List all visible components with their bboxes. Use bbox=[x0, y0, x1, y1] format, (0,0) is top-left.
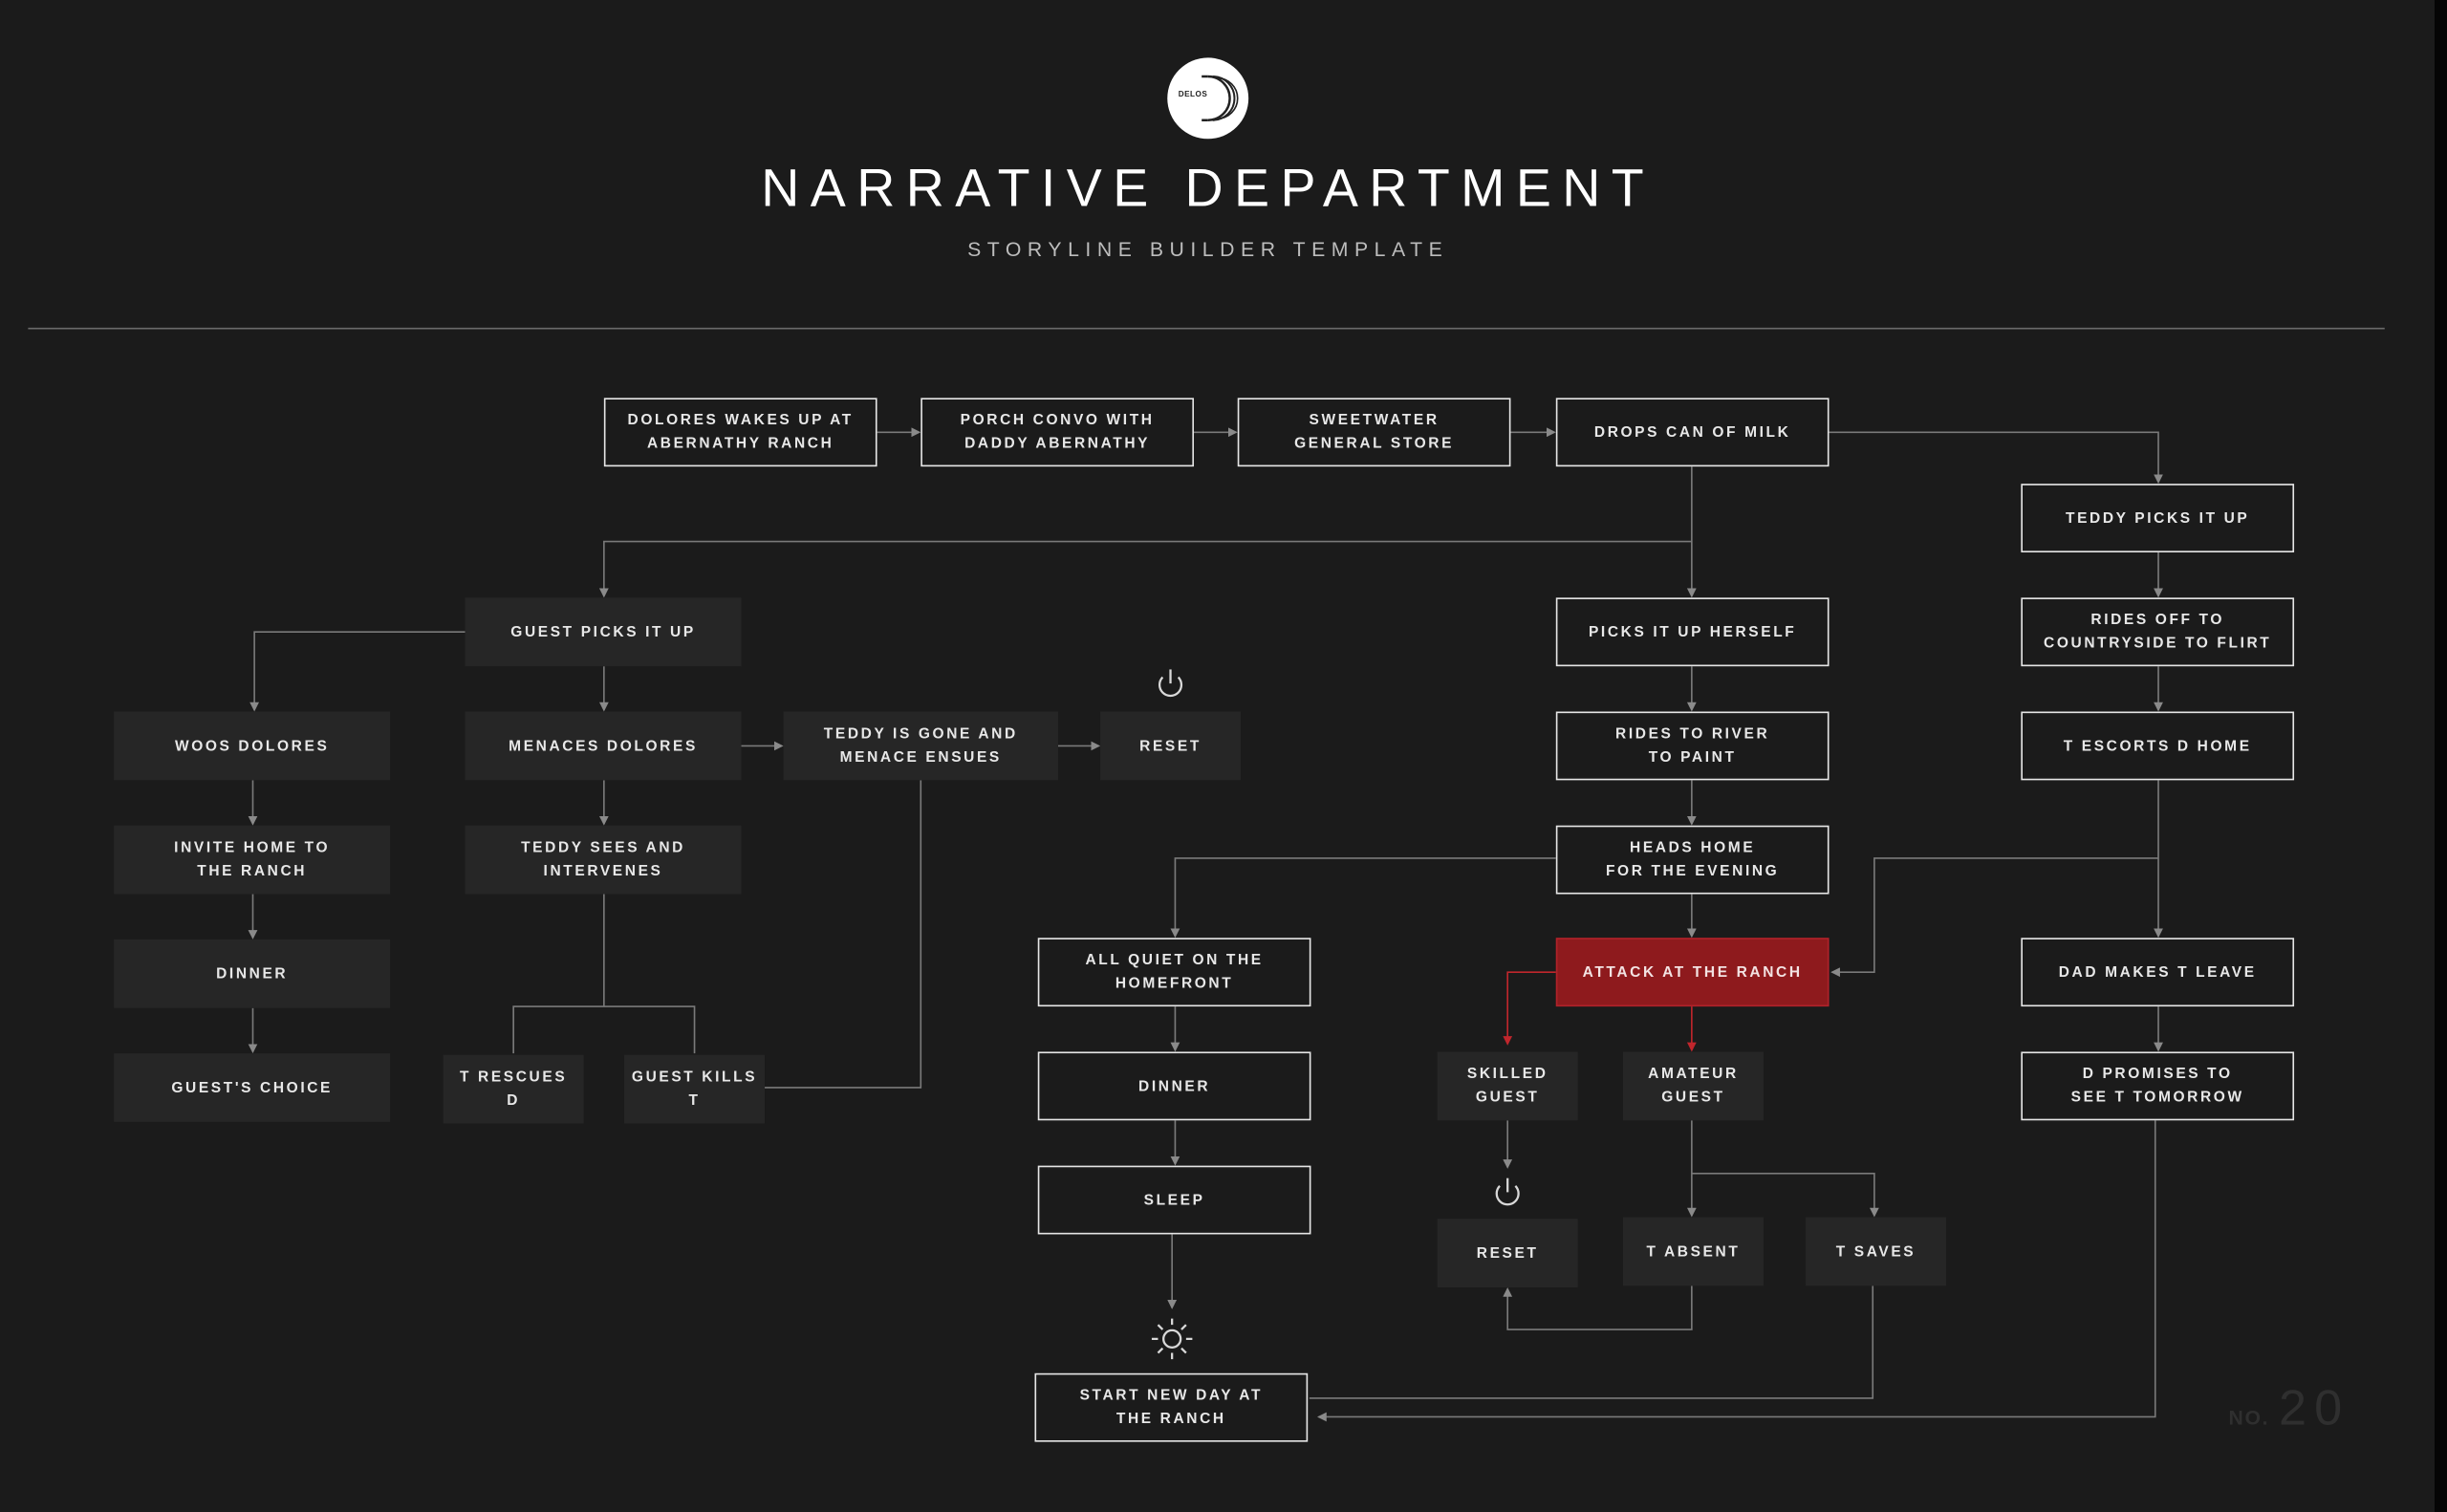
node-sleep[interactable]: SLEEP bbox=[1037, 1165, 1311, 1235]
node-t-rescues[interactable]: T RESCUES D bbox=[443, 1054, 584, 1124]
node-attack-ranch[interactable]: ATTACK AT THE RANCH bbox=[1555, 938, 1830, 1007]
node-heads-home[interactable]: HEADS HOME FOR THE EVENING bbox=[1555, 825, 1830, 895]
node-sweetwater[interactable]: SWEETWATER GENERAL STORE bbox=[1237, 398, 1511, 467]
page-title: NARRATIVE DEPARTMENT bbox=[761, 159, 1656, 219]
node-teddy-picks[interactable]: TEDDY PICKS IT UP bbox=[2021, 484, 2295, 552]
node-dinner-middle[interactable]: DINNER bbox=[1037, 1051, 1311, 1121]
node-start-new-day[interactable]: START NEW DAY AT THE RANCH bbox=[1034, 1372, 1309, 1442]
node-menaces-dolores[interactable]: MENACES DOLORES bbox=[465, 711, 742, 781]
header-divider bbox=[28, 327, 2385, 330]
page-number-value: 20 bbox=[2278, 1379, 2350, 1436]
power-icon bbox=[1158, 669, 1183, 698]
connector bbox=[512, 894, 696, 1054]
node-dolores-wakes[interactable]: DOLORES WAKES UP AT ABERNATHY RANCH bbox=[603, 398, 877, 467]
connector bbox=[1170, 857, 1556, 939]
node-woos-dolores[interactable]: WOOS DOLORES bbox=[114, 711, 391, 781]
node-guest-kills[interactable]: GUEST KILLS T bbox=[624, 1054, 766, 1124]
node-t-absent[interactable]: T ABSENT bbox=[1623, 1217, 1764, 1286]
node-teddy-sees[interactable]: TEDDY SEES AND INTERVENES bbox=[465, 825, 742, 895]
node-picks-herself[interactable]: PICKS IT UP HERSELF bbox=[1555, 597, 1830, 667]
connector bbox=[1830, 857, 2159, 978]
node-dad-makes-leave[interactable]: DAD MAKES T LEAVE bbox=[2021, 938, 2295, 1007]
node-rides-river[interactable]: RIDES TO RIVER TO PAINT bbox=[1555, 711, 1830, 781]
power-icon bbox=[1495, 1177, 1520, 1206]
connector-red bbox=[1503, 971, 1556, 1046]
node-skilled-guest[interactable]: SKILLED GUEST bbox=[1437, 1051, 1578, 1121]
sun-icon bbox=[1151, 1318, 1193, 1360]
node-t-saves[interactable]: T SAVES bbox=[1806, 1217, 1946, 1286]
node-teddy-gone[interactable]: TEDDY IS GONE AND MENACE ENSUES bbox=[783, 711, 1058, 781]
connector bbox=[765, 780, 922, 1089]
connector bbox=[249, 631, 466, 712]
connector bbox=[1503, 1285, 1693, 1330]
node-reset[interactable]: RESET bbox=[1100, 711, 1241, 781]
connector bbox=[1316, 1120, 2156, 1422]
page-number-label: NO. bbox=[2228, 1406, 2270, 1430]
node-d-promises[interactable]: D PROMISES TO SEE T TOMORROW bbox=[2021, 1051, 2295, 1121]
node-dinner-left[interactable]: DINNER bbox=[114, 939, 391, 1008]
connector bbox=[1691, 1172, 1879, 1218]
node-reset-2[interactable]: RESET bbox=[1437, 1219, 1578, 1287]
page-subtitle: STORYLINE BUILDER TEMPLATE bbox=[967, 237, 1449, 261]
delos-logo: DELOS bbox=[1167, 57, 1249, 140]
node-invite-home[interactable]: INVITE HOME TO THE RANCH bbox=[114, 825, 391, 895]
connector bbox=[1309, 1285, 1874, 1399]
connector bbox=[1829, 431, 2163, 485]
page-number: NO. 20 bbox=[2228, 1379, 2350, 1436]
node-rides-off[interactable]: RIDES OFF TO COUNTRYSIDE TO FLIRT bbox=[2021, 597, 2295, 667]
node-guest-picks[interactable]: GUEST PICKS IT UP bbox=[465, 597, 742, 667]
node-all-quiet[interactable]: ALL QUIET ON THE HOMEFRONT bbox=[1037, 938, 1311, 1007]
node-t-escorts[interactable]: T ESCORTS D HOME bbox=[2021, 711, 2295, 781]
node-guests-choice[interactable]: GUEST'S CHOICE bbox=[114, 1053, 391, 1122]
connector bbox=[598, 540, 1692, 598]
logo-text: DELOS bbox=[1178, 90, 1208, 100]
node-drops-milk[interactable]: DROPS CAN OF MILK bbox=[1555, 398, 1830, 467]
right-edge-strip bbox=[2435, 0, 2447, 1512]
node-porch-convo[interactable]: PORCH CONVO WITH DADDY ABERNATHY bbox=[920, 398, 1195, 467]
node-amateur-guest[interactable]: AMATEUR GUEST bbox=[1623, 1051, 1764, 1121]
